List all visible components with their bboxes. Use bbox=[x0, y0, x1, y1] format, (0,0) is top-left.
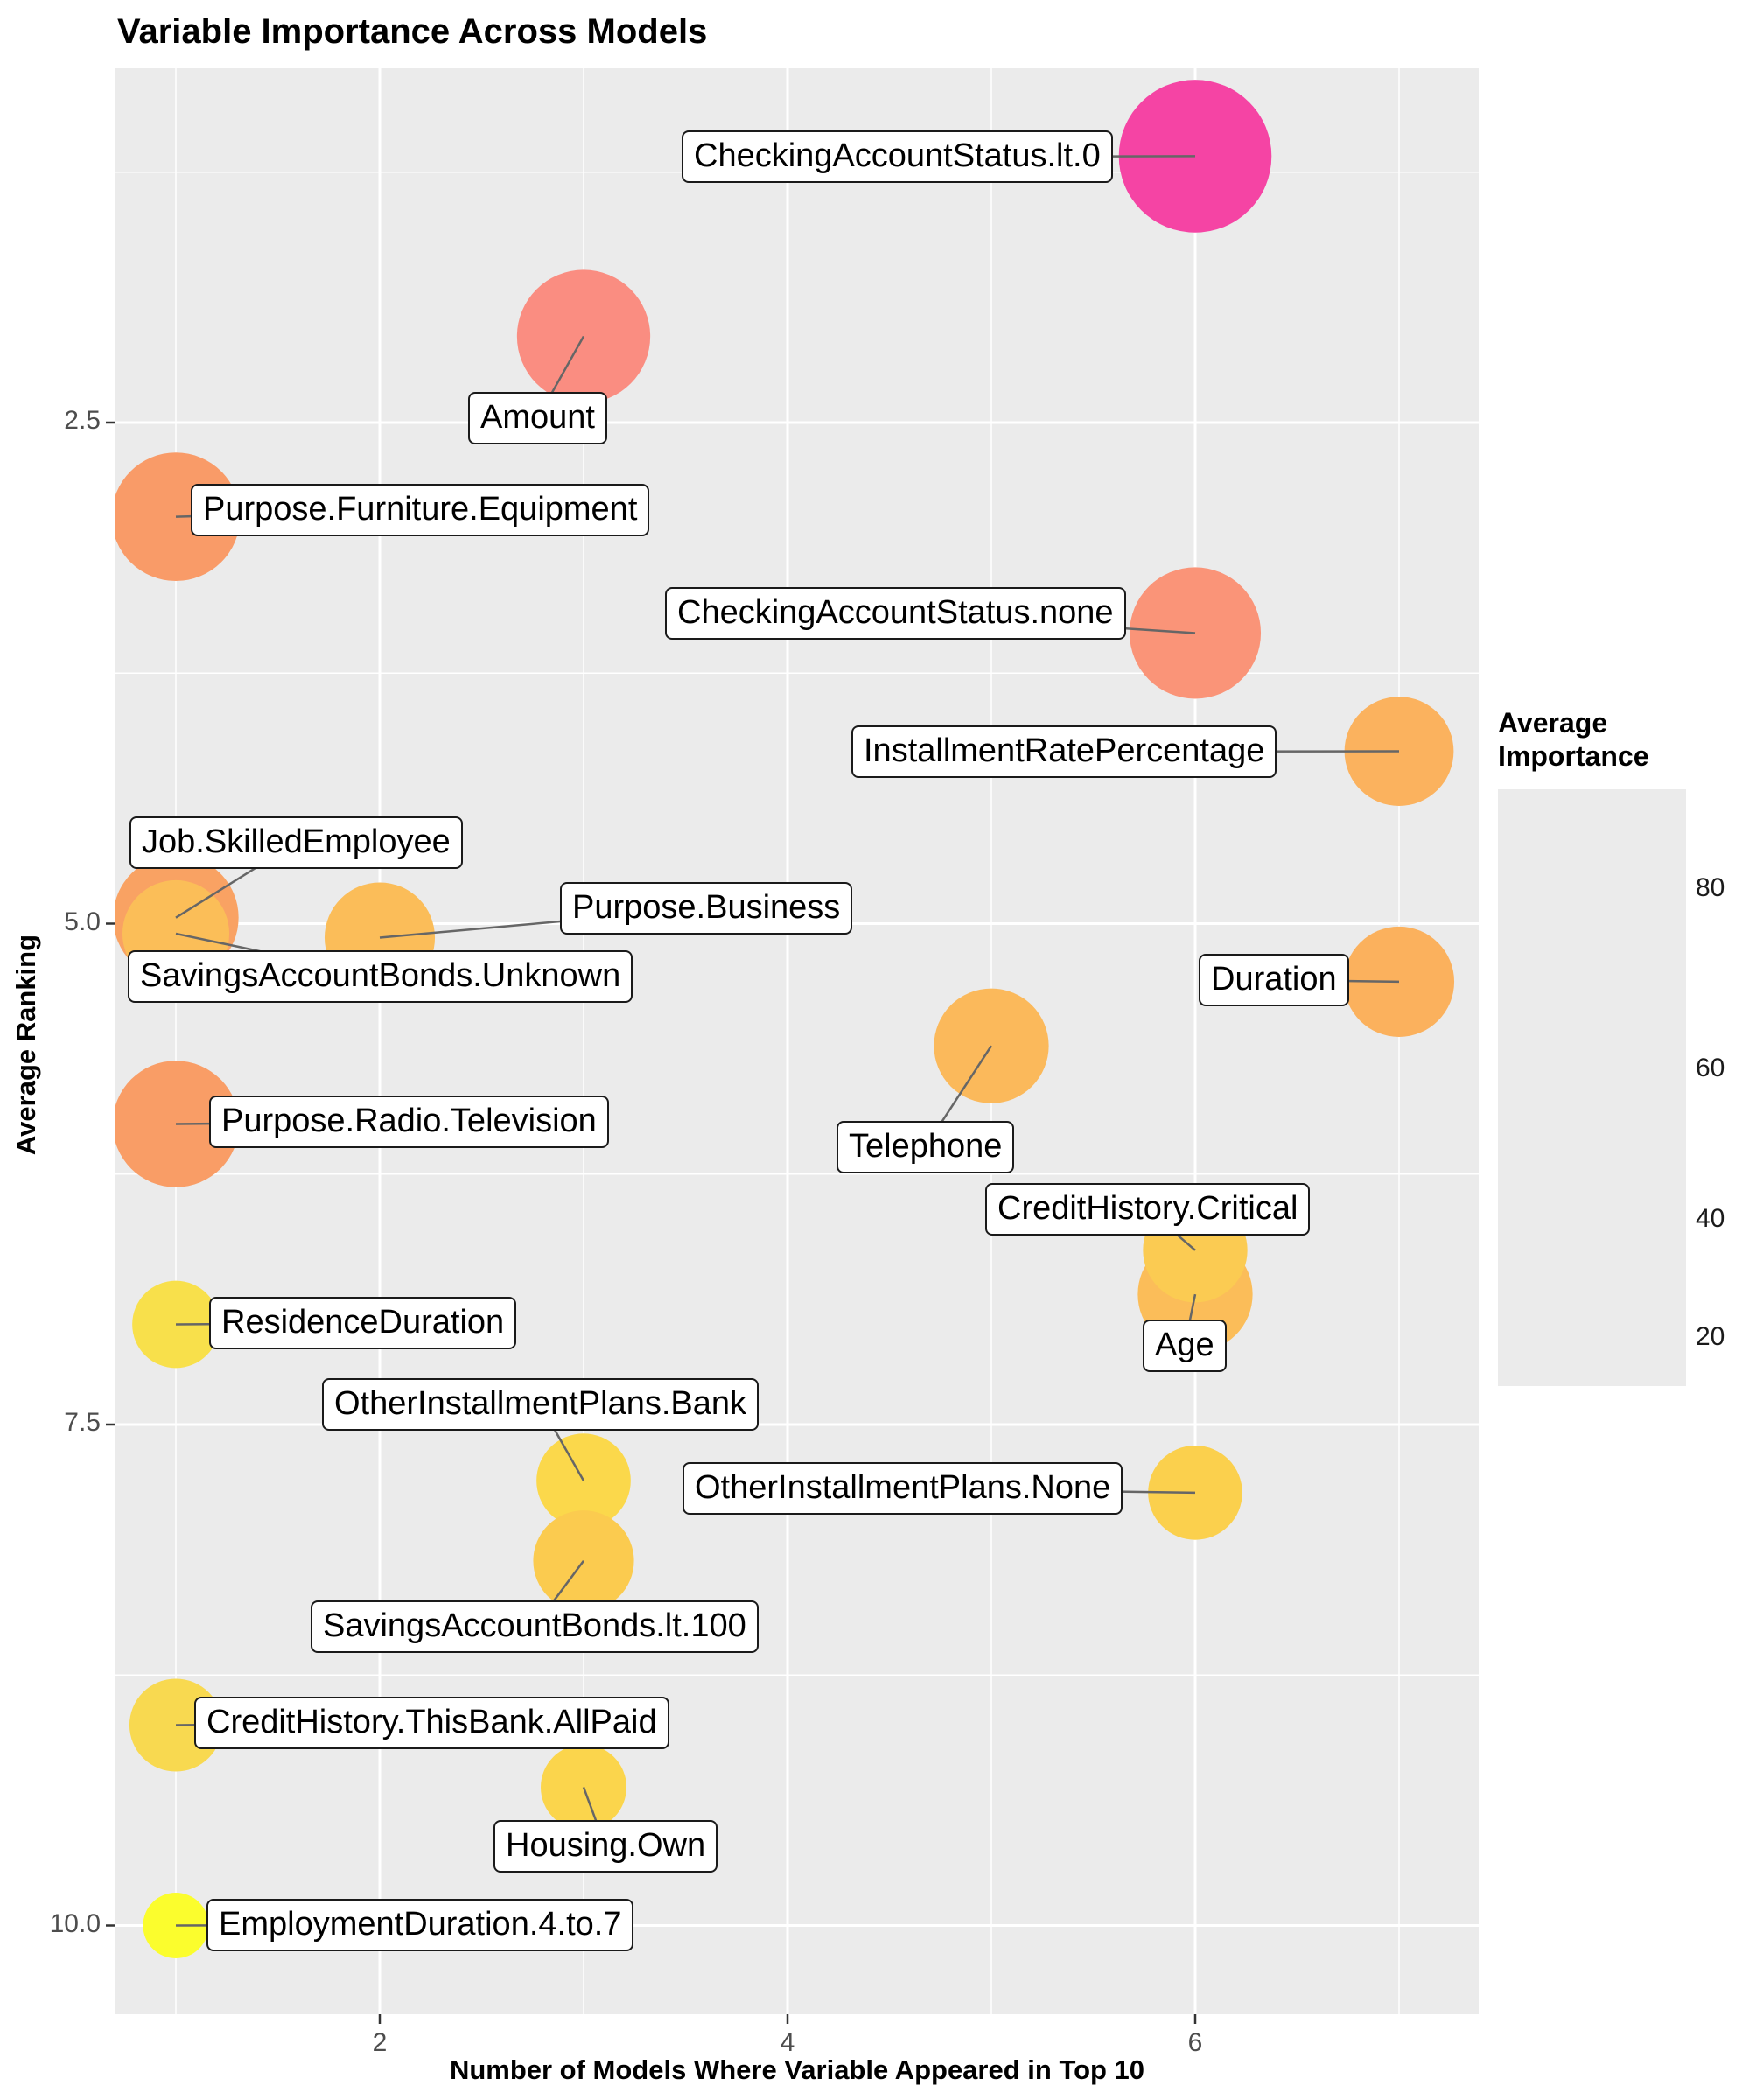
point-label-ResidenceDuration: ResidenceDuration bbox=[209, 1297, 517, 1349]
point-label-CheckingAccountStatus.none: CheckingAccountStatus.none bbox=[665, 587, 1126, 640]
legend-panel bbox=[1498, 789, 1686, 1386]
point-label-Amount: Amount bbox=[468, 392, 607, 444]
point-label-Purpose.Business: Purpose.Business bbox=[560, 882, 853, 934]
point-label-Job.SkilledEmployee: Job.SkilledEmployee bbox=[130, 816, 463, 869]
y-tick-label-5.0: 5.0 bbox=[64, 906, 101, 936]
chart-title: Variable Importance Across Models bbox=[117, 12, 708, 51]
point-label-CreditHistory.Critical: CreditHistory.Critical bbox=[985, 1183, 1311, 1236]
legend-title: Average Importance bbox=[1498, 707, 1648, 774]
legend-value-60: 60 bbox=[1696, 1054, 1726, 1082]
point-label-EmploymentDuration.4.to.7: EmploymentDuration.4.to.7 bbox=[206, 1899, 634, 1951]
y-tick-label-7.5: 7.5 bbox=[64, 1408, 101, 1437]
y-tick-label-2.5: 2.5 bbox=[64, 406, 101, 435]
legend-value-80: 80 bbox=[1696, 873, 1726, 902]
point-label-OtherInstallmentPlans.Bank: OtherInstallmentPlans.Bank bbox=[322, 1378, 760, 1431]
point-label-SavingsAccountBonds.lt.100: SavingsAccountBonds.lt.100 bbox=[311, 1600, 759, 1653]
point-label-CreditHistory.ThisBank.AllPaid: CreditHistory.ThisBank.AllPaid bbox=[194, 1697, 669, 1749]
point-label-SavingsAccountBonds.Unknown: SavingsAccountBonds.Unknown bbox=[128, 950, 634, 1003]
legend-value-40: 40 bbox=[1696, 1204, 1726, 1233]
panel-background bbox=[116, 68, 1479, 2014]
y-tick-label-10.0: 10.0 bbox=[49, 1908, 101, 1938]
point-label-InstallmentRatePercentage: InstallmentRatePercentage bbox=[851, 725, 1278, 778]
legend-title-line2: Importance bbox=[1498, 739, 1649, 772]
point-label-Telephone: Telephone bbox=[836, 1121, 1015, 1173]
point-label-Housing.Own: Housing.Own bbox=[494, 1820, 718, 1872]
x-tick-label-2: 2 bbox=[372, 2028, 388, 2057]
legend-title-line1: Average bbox=[1498, 707, 1608, 738]
x-axis-title: Number of Models Where Variable Appeared… bbox=[449, 2054, 1145, 2085]
point-label-Duration: Duration bbox=[1199, 954, 1349, 1006]
bubble-InstallmentRatePercentage bbox=[1344, 696, 1454, 806]
point-label-Purpose.Furniture.Equipment: Purpose.Furniture.Equipment bbox=[191, 484, 650, 536]
point-label-Age: Age bbox=[1143, 1320, 1227, 1372]
x-tick-label-4: 4 bbox=[780, 2028, 795, 2057]
point-label-CheckingAccountStatus.lt.0: CheckingAccountStatus.lt.0 bbox=[682, 130, 1113, 183]
bubble-Amount bbox=[516, 270, 651, 403]
point-label-Purpose.Radio.Television: Purpose.Radio.Television bbox=[209, 1096, 609, 1148]
point-label-OtherInstallmentPlans.None: OtherInstallmentPlans.None bbox=[682, 1462, 1124, 1515]
legend-value-20: 20 bbox=[1696, 1322, 1726, 1351]
x-tick-label-6: 6 bbox=[1187, 2028, 1203, 2057]
